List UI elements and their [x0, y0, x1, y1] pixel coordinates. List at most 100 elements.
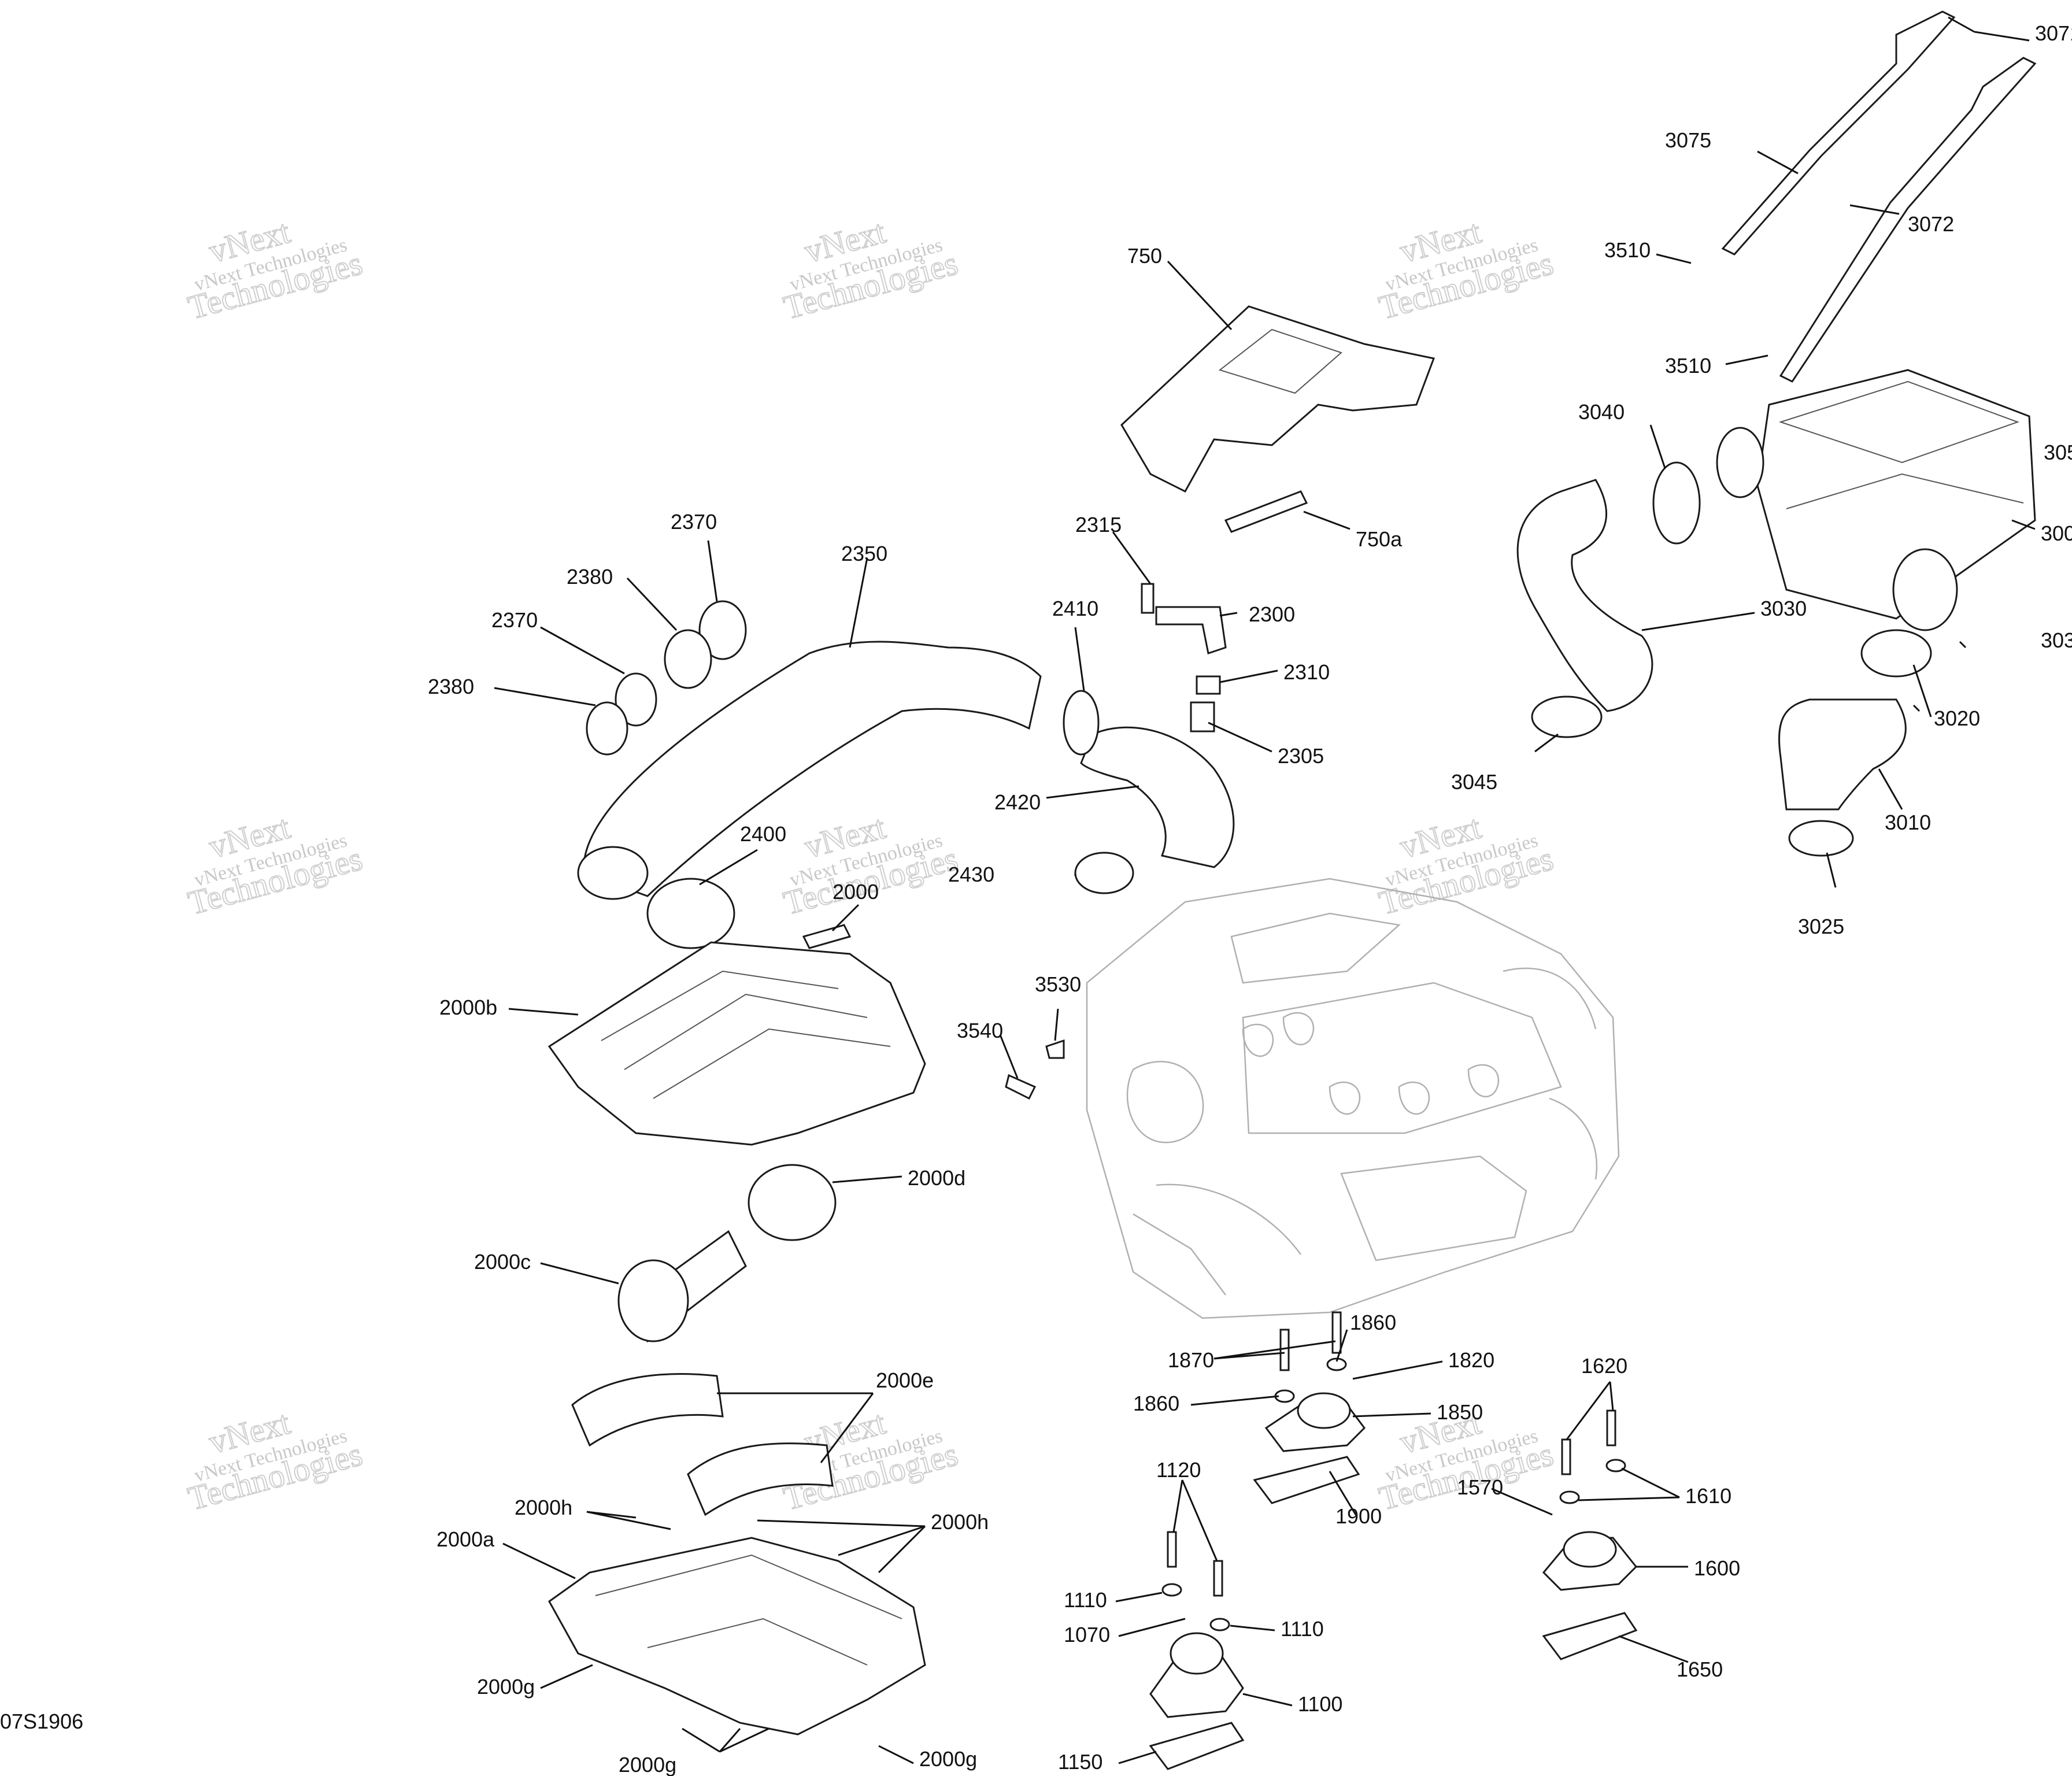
part-bolt-1120b — [1213, 1560, 1223, 1597]
part-ring-2370b — [615, 672, 657, 727]
part-lower-housing-2000a — [548, 1537, 926, 1736]
callout-2350: 2350 — [841, 542, 887, 565]
callout-1900: 1900 — [1335, 1504, 1382, 1528]
callout-2315: 2315 — [1075, 513, 1122, 536]
callout-1120: 1120 — [1156, 1458, 1201, 1482]
callout-750a: 750a — [1356, 527, 1403, 551]
callout-750: 750 — [1127, 244, 1162, 268]
part-bolt-1620b — [1606, 1409, 1616, 1446]
callout-1110-left: 1110 — [1064, 1588, 1107, 1612]
callout-3075: 3075 — [1665, 128, 1711, 152]
callout-1600: 1600 — [1694, 1556, 1740, 1580]
callout-1570: 1570 — [1457, 1475, 1503, 1499]
callout-3030: 3030 — [1760, 597, 1807, 620]
callout-2000g-left: 2000g — [477, 1675, 535, 1699]
watermark-6: vNext vNext Technologies Technologies — [1375, 808, 1558, 923]
part-washer-1610b — [1559, 1490, 1580, 1504]
callout-2300: 2300 — [1249, 602, 1295, 626]
callout-2430: 2430 — [948, 863, 994, 886]
callout-2000g-bottom: 2000g — [619, 1753, 676, 1776]
parts — [547, 10, 2037, 1770]
watermark-3: vNext vNext Technologies Technologies — [1375, 212, 1558, 327]
callout-1870: 1870 — [1168, 1348, 1214, 1372]
callout-2000h-right: 2000h — [931, 1510, 989, 1534]
callout-2380-b: 2380 — [428, 675, 474, 698]
part-clamp-3045 — [1531, 695, 1603, 738]
part-strap-3072 — [1779, 57, 2037, 383]
part-shim-1900 — [1253, 1456, 1360, 1504]
part-clamp-2430 — [1074, 852, 1134, 894]
callout-2305: 2305 — [1278, 744, 1324, 768]
callout-2400: 2400 — [740, 822, 786, 846]
part-elbow-2000e-2 — [687, 1442, 834, 1516]
part-seal-strip — [1224, 490, 1308, 533]
part-ring-2400 — [646, 878, 735, 949]
diagram-code: 07S1906 — [0, 1710, 83, 1733]
callout-3025: 3025 — [1798, 915, 1844, 938]
part-ring-2380a — [664, 629, 712, 689]
part-clip-3530 — [1045, 1039, 1065, 1059]
part-clamp-2410 — [1063, 690, 1100, 756]
callout-2000e: 2000e — [876, 1368, 934, 1392]
part-bolt-1120a — [1167, 1531, 1177, 1568]
callout-2000g-right: 2000g — [919, 1747, 977, 1771]
callout-2000c: 2000c — [474, 1250, 531, 1274]
callout-3530: 3530 — [1035, 972, 1081, 996]
callout-2370-a: 2370 — [671, 510, 717, 534]
part-strap-3075 — [1721, 10, 1956, 256]
part-clamp-2310 — [1196, 675, 1221, 695]
part-intercooler — [1756, 369, 2036, 620]
part-elbow-2000e-1 — [571, 1373, 724, 1447]
callout-2000: 2000 — [832, 880, 879, 904]
callout-1860-left: 1860 — [1133, 1392, 1179, 1415]
part-bolt-1620a — [1561, 1438, 1571, 1475]
part-fitting-2305 — [1190, 701, 1215, 732]
callout-2000h-left: 2000h — [515, 1496, 572, 1519]
callout-1610: 1610 — [1685, 1484, 1731, 1508]
part-bolt-1870a — [1279, 1329, 1290, 1371]
callout-3510-a: 3510 — [1604, 238, 1651, 262]
callout-3540: 3540 — [957, 1019, 1003, 1042]
callout-1150: 1150 — [1058, 1750, 1102, 1774]
callout-2000a: 2000a — [436, 1527, 495, 1551]
part-washer-1110b — [1209, 1618, 1230, 1631]
callout-1110-right: 1110 — [1281, 1617, 1324, 1641]
part-air-tube-2350 — [583, 641, 1042, 897]
part-clip-3540 — [1005, 1074, 1037, 1100]
part-clamp-3040 — [1652, 461, 1701, 545]
callout-2420: 2420 — [994, 790, 1041, 814]
watermark-2: vNext vNext Technologies Technologies — [779, 212, 963, 327]
callout-3071: 3071 — [2035, 21, 2072, 45]
watermark-4: vNext vNext Technologies Technologies — [184, 808, 367, 923]
callout-3020: 3020 — [1934, 706, 1980, 730]
callout-2410: 2410 — [1052, 597, 1098, 620]
part-intake-cover-2000b — [547, 941, 926, 1146]
part-engine-cover — [1120, 305, 1435, 493]
callout-2000b: 2000b — [439, 996, 497, 1019]
part-hose-3030 — [1516, 479, 1653, 712]
part-tag-2000 — [802, 924, 852, 949]
callout-1100: 1100 — [1298, 1692, 1342, 1716]
watermark-1: vNext vNext Technologies Technologies — [184, 212, 367, 327]
callout-3072: 3072 — [1908, 212, 1954, 236]
part-ring-2380b — [586, 701, 628, 756]
part-shim-1650 — [1542, 1612, 1638, 1660]
part-ring-2370a — [698, 600, 747, 660]
callout-3510-b: 3510 — [1665, 354, 1711, 378]
part-sleeve-2000d — [748, 1164, 837, 1241]
part-clamp-2315 — [1141, 583, 1155, 614]
part-clamp-3025 — [1788, 820, 1854, 857]
callout-2380-a: 2380 — [567, 565, 613, 589]
callout-2000d: 2000d — [908, 1166, 965, 1190]
callout-3050: 3050 — [2044, 441, 2072, 464]
part-flex-hose-2420 — [1080, 726, 1235, 868]
callout-3010: 3010 — [1885, 811, 1931, 834]
part-clamp-3020 — [1860, 629, 1932, 678]
part-washer-1110a — [1161, 1583, 1182, 1597]
callout-labels: 750 750a 3075 3072 3071 3510 3510 3040 3… — [0, 21, 2072, 1776]
part-hose-3010 — [1778, 698, 1907, 811]
callout-1070: 1070 — [1064, 1623, 1110, 1646]
part-bolt-1870b — [1331, 1311, 1342, 1354]
